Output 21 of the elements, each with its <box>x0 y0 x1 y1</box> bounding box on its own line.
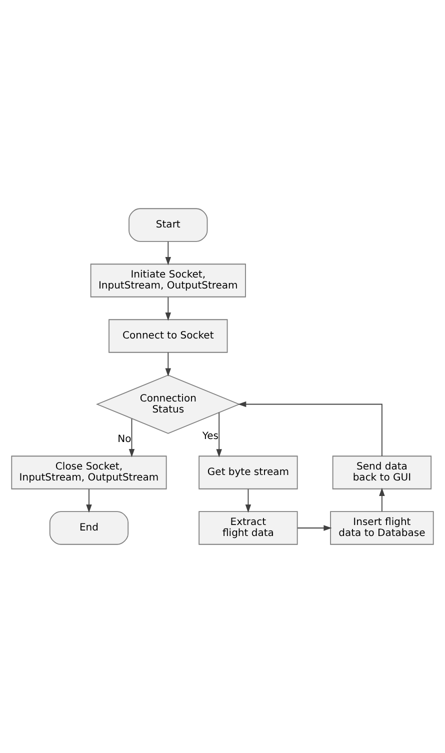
edge-label: No <box>118 434 132 446</box>
node-box: Get byte stream <box>198 456 298 490</box>
arrow <box>165 296 172 321</box>
arrow <box>86 488 92 513</box>
arrow <box>379 488 385 512</box>
node-box: Initiate Socket, InputStream, OutputStream <box>90 264 246 298</box>
node-box: Send data back to GUI <box>332 456 432 490</box>
arrow <box>245 488 252 513</box>
node-box: Start <box>128 208 208 242</box>
arrow <box>297 525 332 531</box>
arrow <box>165 352 172 376</box>
node-box: Extract flight data <box>198 511 298 545</box>
arrow <box>165 241 172 266</box>
node-box: Close Socket, InputStream, OutputStream <box>11 456 167 490</box>
node-box: End <box>49 511 129 545</box>
node-box: Connect to Socket <box>108 319 228 353</box>
node-box: Insert flight data to Database <box>330 511 434 545</box>
arrow <box>238 401 382 456</box>
arrow <box>216 412 222 458</box>
arrow <box>128 418 135 458</box>
edge-label: Yes <box>202 431 219 442</box>
